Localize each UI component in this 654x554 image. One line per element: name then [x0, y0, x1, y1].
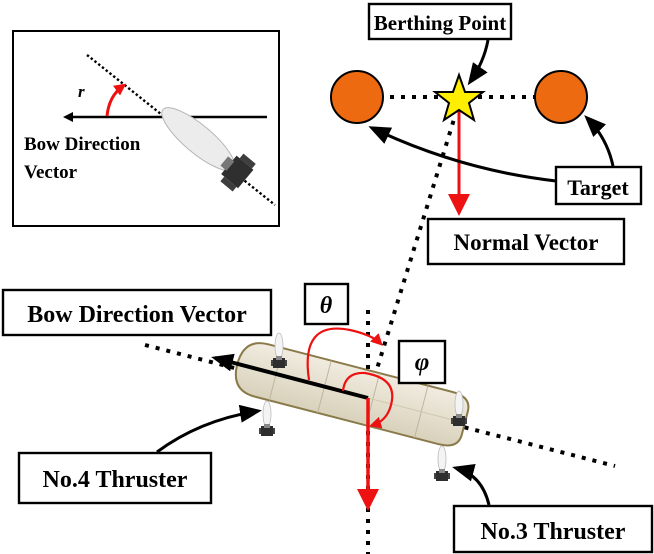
target-box: [554, 165, 643, 206]
target-pointer-left: [368, 126, 557, 183]
bow-direction-arrow: [211, 353, 369, 400]
phi-box: [397, 339, 447, 385]
inset-label-line2: Vector: [24, 162, 78, 183]
thruster-4-label: No.4 Thruster: [43, 467, 188, 493]
ship-to-berth-line: [366, 115, 457, 399]
berthing-point-box: [367, 2, 513, 41]
theta-label: θ: [320, 293, 333, 319]
target-pointer-right: [584, 115, 615, 167]
theta-box: [303, 282, 350, 326]
thruster-4-pointer: [156, 404, 262, 454]
normal-vector-label: Normal Vector: [454, 230, 599, 255]
phi-arc: [341, 371, 394, 429]
target-left: [330, 70, 384, 124]
bow-direction-vector-label: Bow Direction Vector: [27, 302, 247, 328]
ship-area: θ φ Bow Direction Vector No.4 Thruster N…: [1, 115, 654, 554]
berthing-point-pointer: [467, 39, 490, 86]
thruster-3-pointer: [452, 463, 491, 506]
inset-panel: r Bow Direction Vector: [12, 30, 280, 227]
bow-direction-vector-box: [1, 288, 273, 337]
inset-angle-symbol: r: [78, 82, 85, 101]
inset-thruster-icon: [161, 107, 256, 192]
thruster-3-box: [452, 504, 654, 554]
thruster-3-label: No.3 Thruster: [481, 519, 626, 545]
thruster-4-box: [17, 451, 213, 505]
phi-label: φ: [415, 349, 430, 376]
thruster-no3: [433, 445, 451, 482]
target-label: Target: [567, 175, 629, 200]
inset-label-line1: Bow Direction: [24, 134, 141, 155]
berthing-area: Berthing Point Target Normal Vector: [330, 2, 643, 266]
normal-vector-box: [426, 217, 626, 266]
inset-angle-arrow: [105, 83, 127, 117]
berthing-point-label: Berthing Point: [374, 11, 506, 35]
thruster-no4: [258, 400, 276, 437]
theta-arc: [306, 327, 383, 381]
berthing-point-star: [432, 71, 486, 123]
target-right: [534, 70, 588, 124]
inset-frame: [12, 30, 280, 227]
